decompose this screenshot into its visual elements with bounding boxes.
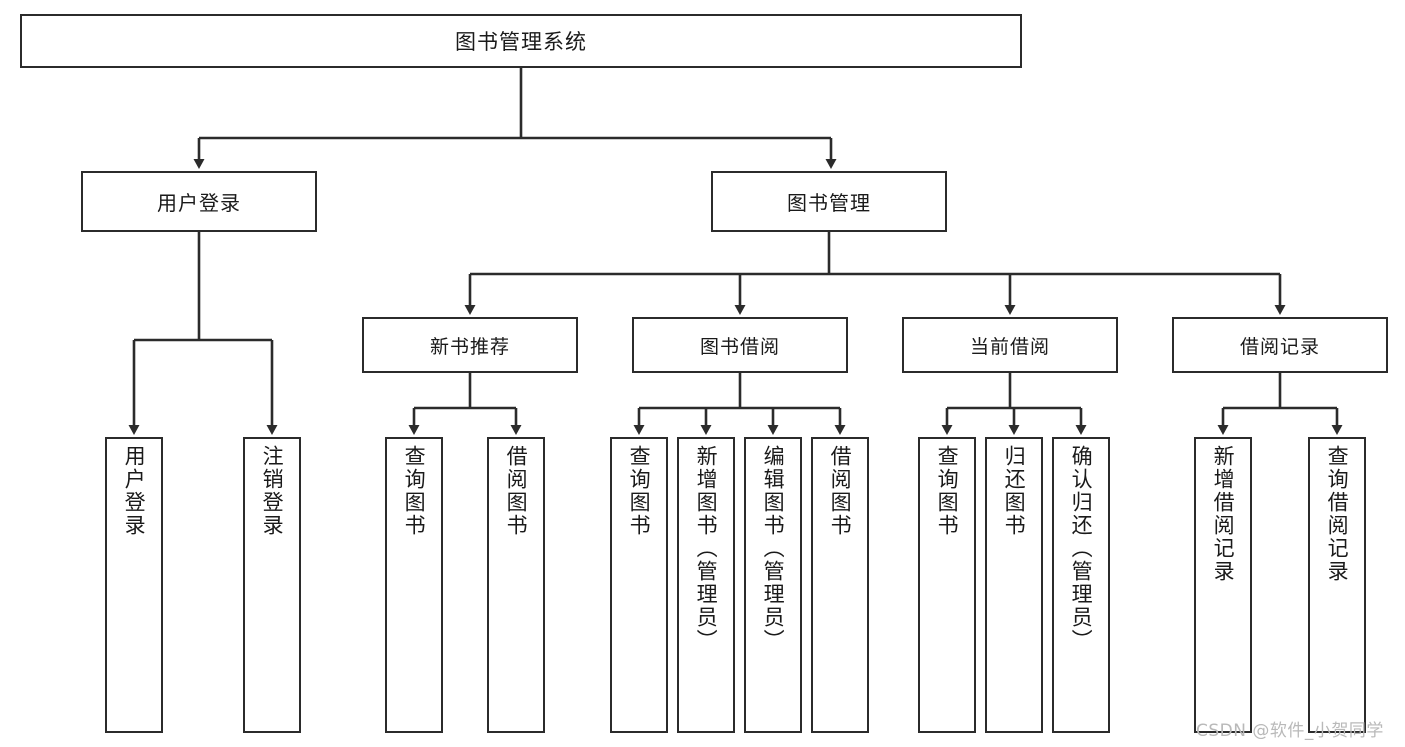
leaf-node[interactable]: 查询图书: [610, 437, 668, 733]
node-user-login-label: 用户登录: [157, 191, 241, 215]
leaf-node-label: 用户登录: [122, 445, 147, 537]
node-book-management-label: 图书管理: [787, 191, 871, 215]
leaf-node[interactable]: 借阅图书: [487, 437, 545, 733]
leaf-node-label: 借阅图书: [828, 445, 853, 537]
node-current-borrow-label: 当前借阅: [969, 335, 1050, 358]
leaf-node[interactable]: 查询借阅记录: [1308, 437, 1366, 733]
node-user-login[interactable]: 用户登录: [81, 171, 317, 232]
leaf-node[interactable]: 新增图书（管理员）: [677, 437, 735, 733]
leaf-node[interactable]: 归还图书: [985, 437, 1043, 733]
leaf-node[interactable]: 用户登录: [105, 437, 163, 733]
node-root[interactable]: 图书管理系统: [20, 14, 1022, 68]
watermark: CSDN @软件_小贺同学: [1196, 721, 1384, 741]
leaf-node-label: 查询图书: [935, 445, 960, 537]
leaf-node-label: 新增图书（管理员）: [694, 445, 719, 652]
leaf-node-label: 确认归还（管理员）: [1069, 445, 1094, 652]
leaf-node-label: 查询借阅记录: [1325, 445, 1350, 583]
leaf-node-label: 查询图书: [402, 445, 427, 537]
leaf-node[interactable]: 借阅图书: [811, 437, 869, 733]
leaf-node[interactable]: 编辑图书（管理员）: [744, 437, 802, 733]
leaf-node-label: 查询图书: [627, 445, 652, 537]
leaf-node[interactable]: 注销登录: [243, 437, 301, 733]
node-book-borrow-label: 图书借阅: [699, 335, 780, 358]
node-borrow-record[interactable]: 借阅记录: [1172, 317, 1388, 373]
node-book-borrow[interactable]: 图书借阅: [632, 317, 848, 373]
node-new-book-recommend-label: 新书推荐: [429, 335, 510, 358]
node-current-borrow[interactable]: 当前借阅: [902, 317, 1118, 373]
leaf-node[interactable]: 新增借阅记录: [1194, 437, 1252, 733]
leaf-node-label: 编辑图书（管理员）: [761, 445, 786, 652]
leaf-node[interactable]: 查询图书: [918, 437, 976, 733]
node-new-book-recommend[interactable]: 新书推荐: [362, 317, 578, 373]
leaf-node[interactable]: 查询图书: [385, 437, 443, 733]
node-borrow-record-label: 借阅记录: [1239, 335, 1320, 358]
leaf-node-label: 借阅图书: [504, 445, 529, 537]
node-book-management[interactable]: 图书管理: [711, 171, 947, 232]
leaf-node[interactable]: 确认归还（管理员）: [1052, 437, 1110, 733]
leaf-node-label: 注销登录: [260, 445, 285, 537]
leaf-node-label: 新增借阅记录: [1211, 445, 1236, 583]
node-root-label: 图书管理系统: [455, 30, 587, 54]
leaf-node-label: 归还图书: [1002, 445, 1027, 537]
